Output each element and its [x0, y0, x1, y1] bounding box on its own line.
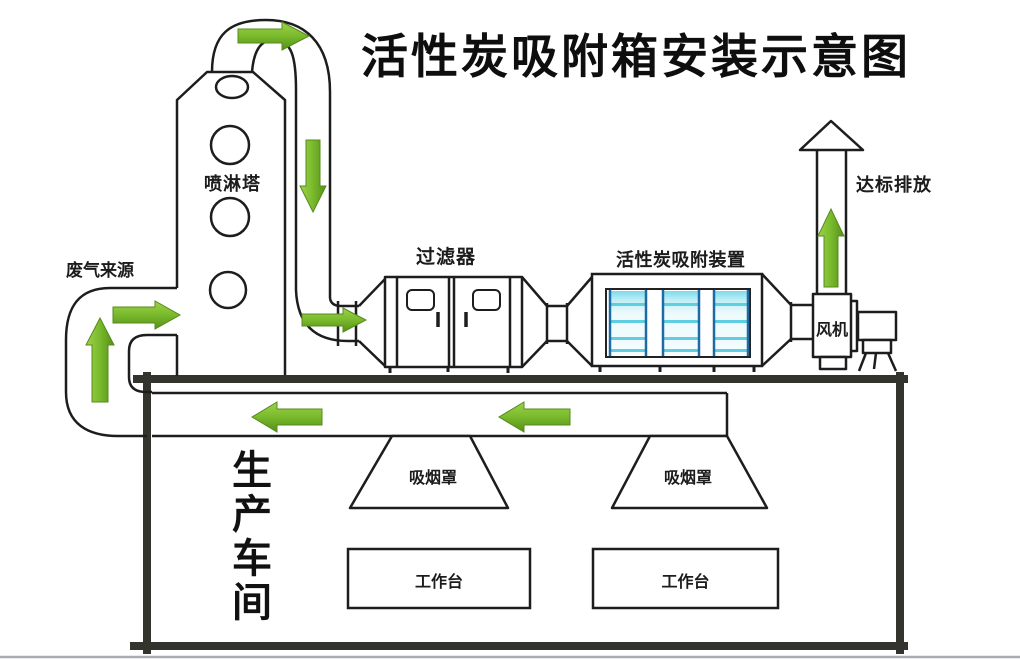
carbon-adsorption-box [590, 272, 813, 372]
tower-inlet-arrow [112, 300, 182, 330]
spray-tower-label: 喷淋塔 [204, 174, 261, 194]
filter-door-window-1 [406, 289, 435, 311]
smoke-hood-2 [610, 434, 769, 510]
fan-housing [811, 292, 853, 359]
tower-sight-glass-3 [208, 270, 248, 310]
waste-gas-source-label: 废气来源 [66, 261, 134, 280]
workbench-label-1: 工作台 [414, 574, 463, 591]
smoke-hood-1 [348, 434, 510, 510]
workbench-label-2: 工作台 [661, 574, 710, 591]
tower-top-port [214, 74, 250, 100]
carbon-filter-panels [608, 290, 750, 356]
duct-return-arrow-2 [498, 401, 571, 433]
smoke-hood-label-2: 吸烟罩 [663, 470, 712, 487]
workbench-2 [591, 547, 780, 610]
compliant-discharge-label: 达标排放 [856, 175, 932, 195]
tower-sight-glass-1 [209, 124, 251, 166]
riser-bend-arrow [85, 316, 115, 403]
carbon-device-label: 活性炭吸附装置 [616, 250, 746, 270]
fan-pedestal [818, 355, 848, 371]
fan-motor [856, 310, 898, 342]
workshop-collection-duct [152, 391, 729, 438]
filter-door-window-2 [472, 289, 501, 311]
workbench-1 [346, 547, 532, 610]
fan-label: 风机 [815, 322, 848, 339]
stack-rain-cap [798, 119, 865, 152]
fan-motor-stand [861, 338, 893, 355]
diagram-title: 活性炭吸附箱安装示意图 [361, 30, 911, 83]
workshop-walls [130, 372, 908, 654]
tower-outlet-arrow [237, 21, 311, 51]
tower-sight-glass-2 [209, 196, 251, 238]
fan-unit [811, 292, 898, 372]
filter-inlet-arrow [301, 307, 368, 333]
workshop-label: 生产车间 [232, 449, 272, 625]
stack-arrow [817, 207, 845, 288]
exhaust-stack [798, 119, 865, 294]
waste-gas-riser-pipe [64, 286, 177, 438]
filter-label: 过滤器 [416, 247, 477, 268]
filter-unit [358, 275, 593, 373]
spray-tower [175, 70, 287, 376]
smoke-hood-label-1: 吸烟罩 [408, 470, 457, 487]
fan-motor-legs [857, 352, 898, 372]
downcomer-arrow [299, 139, 327, 214]
flow-arrows [85, 21, 845, 433]
duct-return-arrow-1 [251, 401, 323, 433]
